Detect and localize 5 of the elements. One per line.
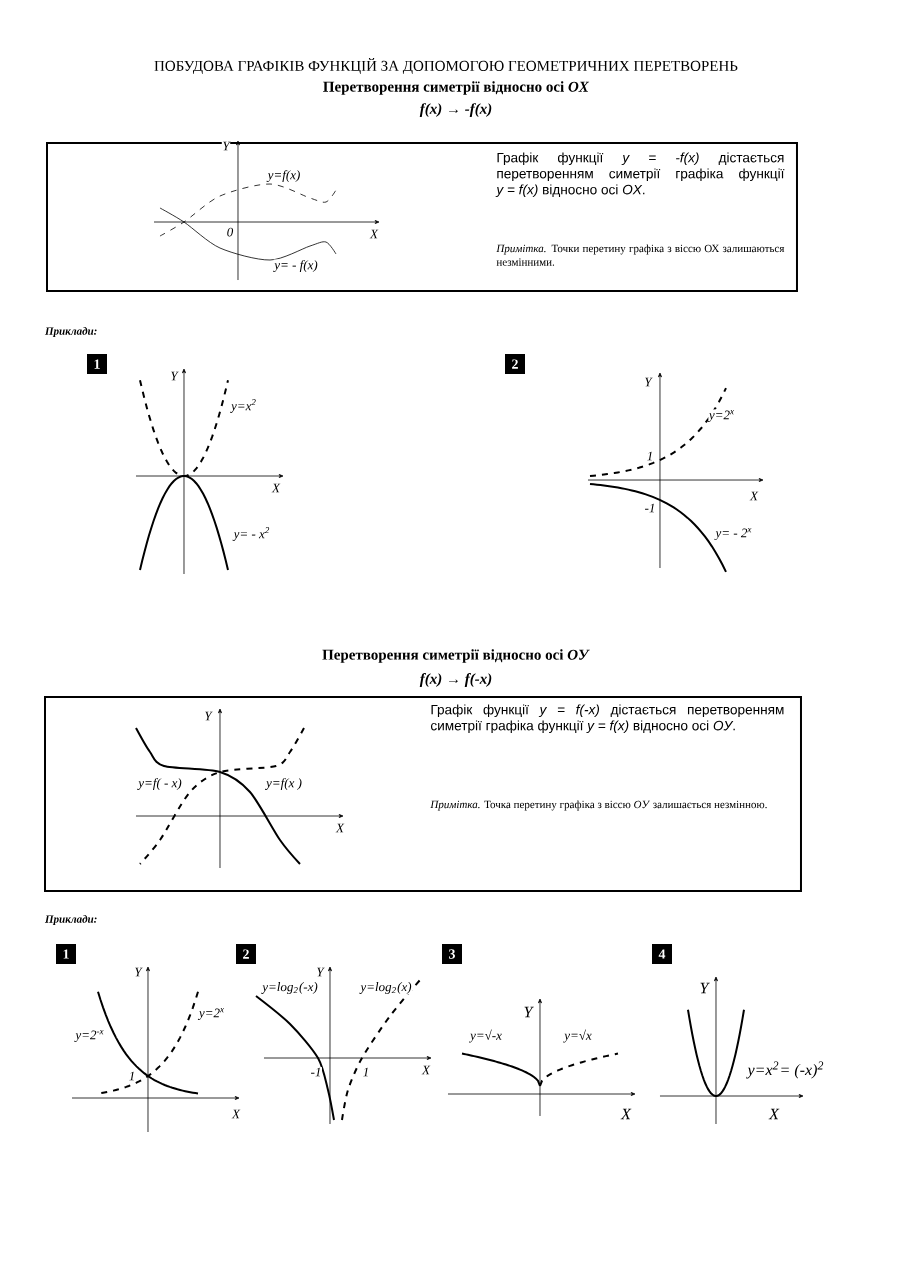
graph-label: y=x$^{2}$= (-x)$^{2}$ — [746, 1060, 826, 1080]
graph-label: X — [768, 1108, 780, 1120]
graph-label: X — [620, 1108, 632, 1120]
graph-label: Y — [522, 1006, 534, 1018]
graph-label: Y — [698, 982, 710, 994]
